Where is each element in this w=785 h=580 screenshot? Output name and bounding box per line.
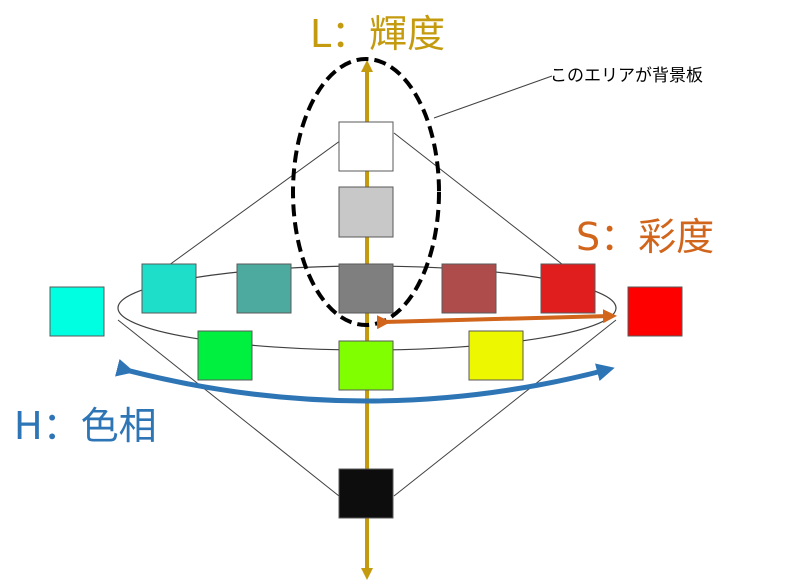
upper-cone-left-edge (164, 121, 367, 269)
lower-cone-left-edge (117, 319, 340, 497)
upper-cone-right-edge (393, 132, 568, 269)
swatch-red-full (627, 286, 683, 337)
swatch-lime (338, 340, 394, 391)
hue-arrow (115, 359, 615, 404)
hue-label: H：色相 (14, 404, 157, 448)
lower-cone-right-edge (393, 319, 617, 497)
callout-leader-line (433, 75, 553, 119)
swatch-mid-gray (338, 263, 394, 314)
swatch-teal-muted (236, 263, 292, 314)
lightness-label: L：輝度 (310, 12, 445, 56)
swatch-cyan-full (49, 286, 105, 337)
saturation-arrow (376, 309, 617, 330)
swatch-cyan-medium (141, 263, 197, 314)
swatch-red-muted (441, 263, 497, 314)
cone-outline (117, 121, 617, 497)
swatch-yellow (468, 330, 524, 381)
swatch-green (197, 330, 253, 381)
callout-text: このエリアが背景板 (550, 66, 703, 86)
swatch-red-medium (540, 263, 596, 314)
swatch-light-gray (338, 186, 394, 238)
swatch-white (338, 121, 394, 172)
background-board-dashed-ellipse (291, 57, 441, 327)
saturation-label: S：彩度 (576, 215, 714, 259)
color-swatches (49, 121, 683, 519)
swatch-black (338, 468, 394, 519)
